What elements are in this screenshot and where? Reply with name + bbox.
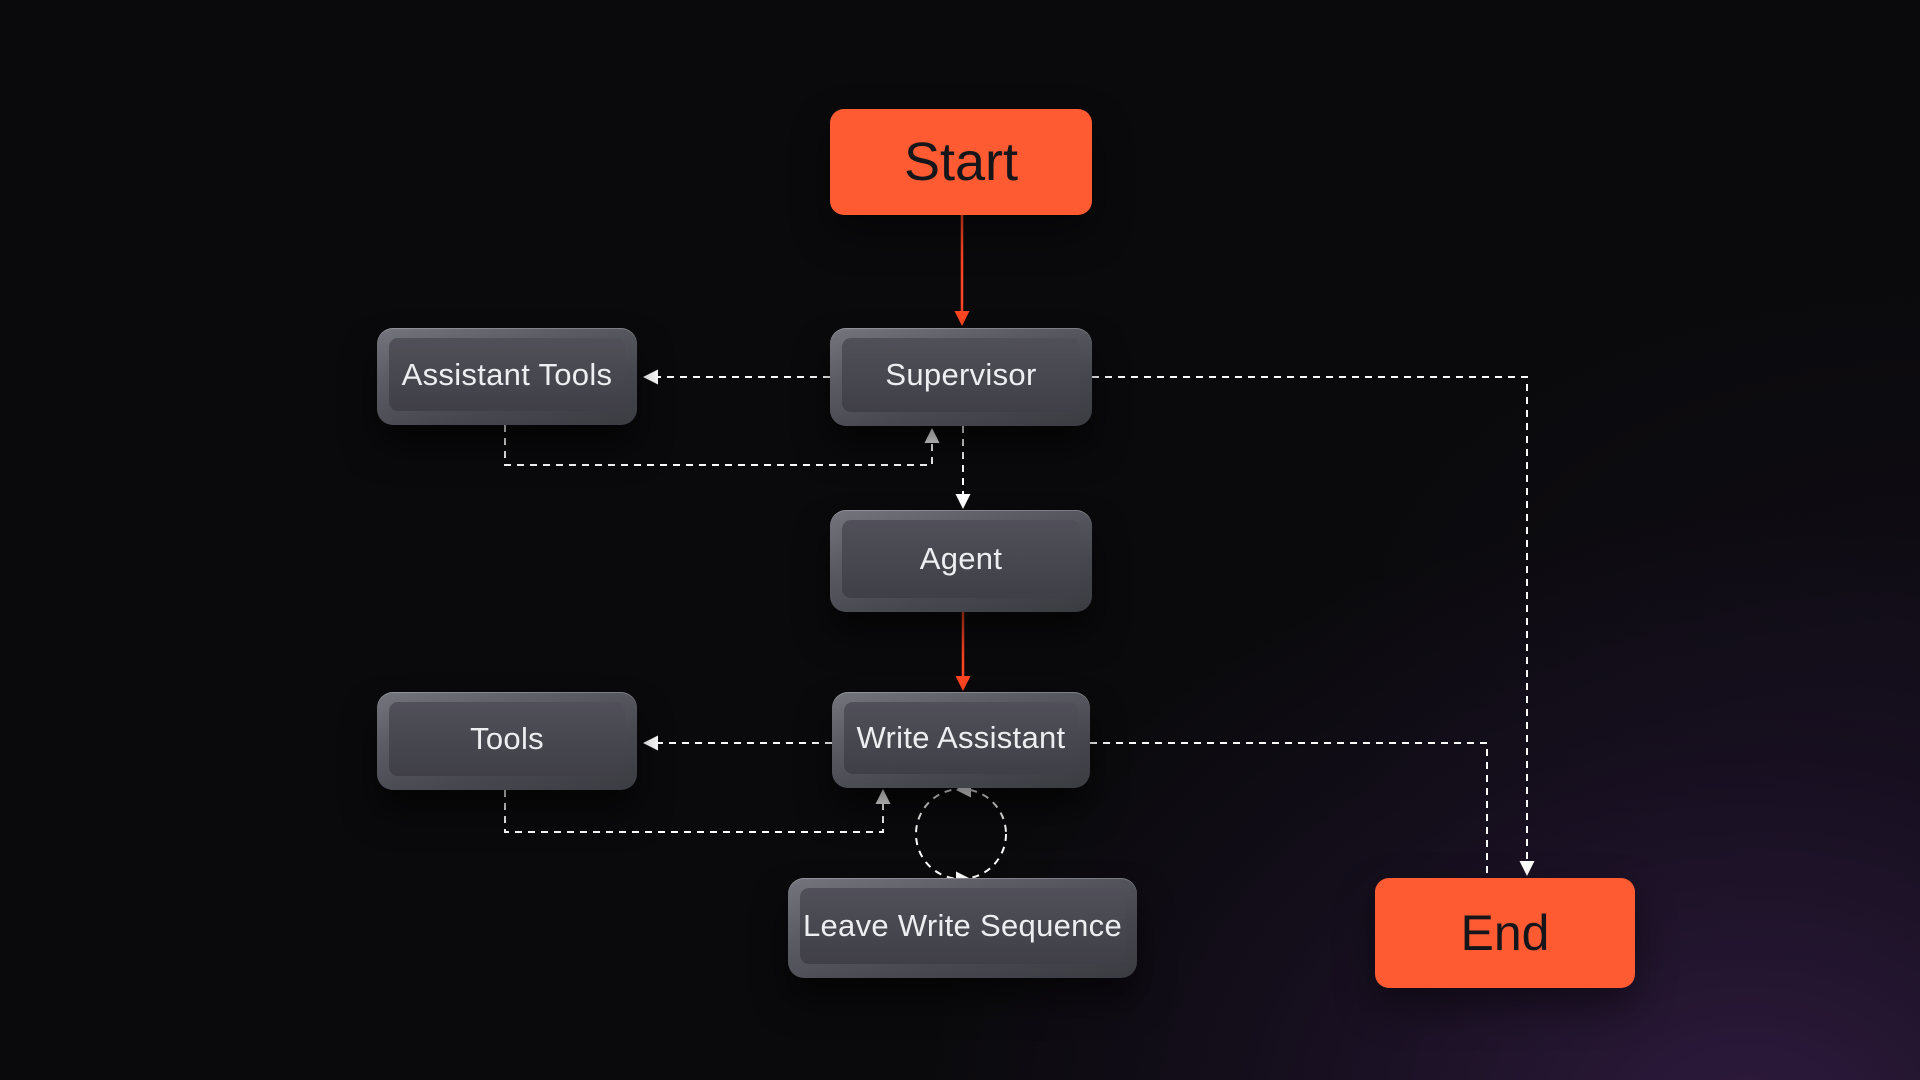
node-supervisor-label: Supervisor xyxy=(885,357,1037,392)
node-write-assistant[interactable]: Write Assistant xyxy=(832,692,1090,788)
node-supervisor[interactable]: Supervisor xyxy=(830,328,1092,426)
node-tools-face: Tools xyxy=(389,702,625,776)
node-start-label: Start xyxy=(903,132,1019,192)
node-leave-write-sequence-label: Leave Write Sequence xyxy=(802,908,1123,943)
node-end[interactable]: End xyxy=(1375,878,1635,988)
node-leave-write-sequence-face: Leave Write Sequence xyxy=(800,888,1125,964)
node-write-assistant-face: Write Assistant xyxy=(844,702,1078,774)
node-assistant-tools-face: Assistant Tools xyxy=(389,338,625,411)
node-write-assistant-label: Write Assistant xyxy=(856,720,1066,755)
node-assistant-tools-label: Assistant Tools xyxy=(401,356,613,392)
node-agent-face: Agent xyxy=(842,520,1080,598)
node-leave-write-sequence[interactable]: Leave Write Sequence xyxy=(788,878,1137,978)
node-start[interactable]: Start xyxy=(830,109,1092,215)
node-assistant-tools[interactable]: Assistant Tools xyxy=(377,328,637,425)
node-agent-label: Agent xyxy=(919,541,1003,576)
node-tools[interactable]: Tools xyxy=(377,692,637,790)
node-tools-label: Tools xyxy=(470,721,544,756)
node-end-label: End xyxy=(1460,905,1550,961)
node-supervisor-face: Supervisor xyxy=(842,338,1080,412)
node-agent[interactable]: Agent xyxy=(830,510,1092,612)
